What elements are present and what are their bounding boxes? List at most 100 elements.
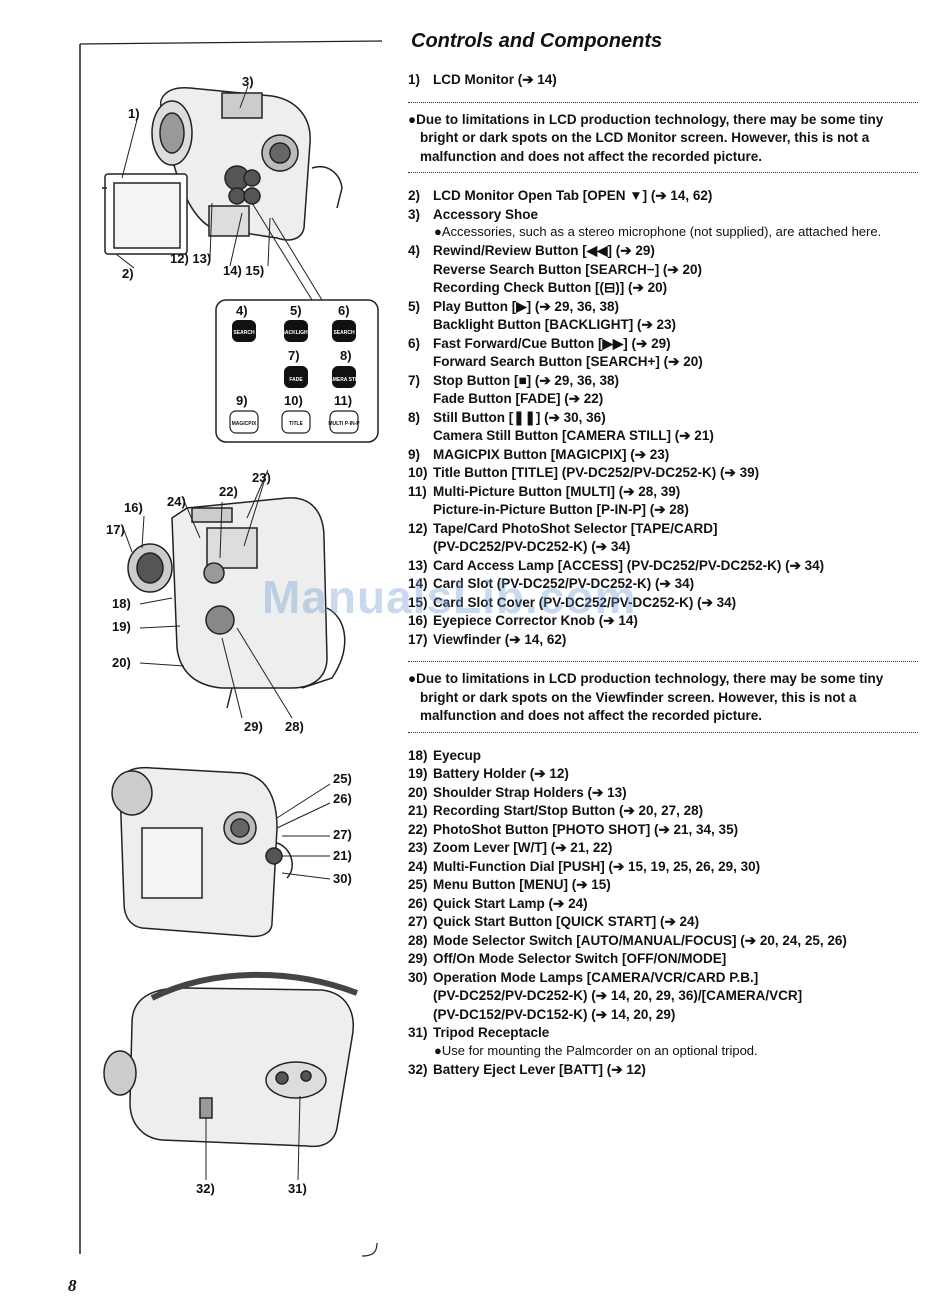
- list-item-27: 27)Quick Start Button [QUICK START] (➔ 2…: [408, 914, 700, 929]
- list-item-12b: (PV-DC252/PV-DC252-K) (➔ 34): [433, 539, 631, 554]
- rewind-search-button-label: SEARCH: [233, 330, 255, 336]
- callout-12-13: 12) 13): [170, 251, 211, 266]
- list-item-30c: (PV-DC152/PV-DC152-K) (➔ 14, 20, 29): [433, 1006, 676, 1022]
- callout-27: 27): [333, 827, 352, 842]
- list-item-19: 19)Battery Holder (➔ 12): [408, 766, 569, 781]
- list-item-9: 9)MAGICPIX Button [MAGICPIX] (➔ 23): [408, 446, 670, 462]
- illustration-panel: 1) 3) 2) 12) 13) 14) 15) 4) 5) 6) SEARCH…: [72, 38, 384, 1260]
- list-item-15: 15)Card Slot Cover (PV-DC252/PV-DC252-K)…: [408, 594, 737, 610]
- callout-4: 4): [236, 303, 248, 318]
- callout-9: 9): [236, 393, 248, 408]
- list-item-11: 11)Multi-Picture Button [MULTI] (➔ 28, 3…: [408, 483, 681, 499]
- callout-10: 10): [284, 393, 303, 408]
- divider: [408, 101, 918, 103]
- list-item-2: 2)LCD Monitor Open Tab [OPEN ▼] (➔ 14, 6…: [408, 188, 713, 203]
- callout-1: 1): [128, 106, 140, 121]
- figure-camcorder-lcd-open: [102, 87, 343, 255]
- watermark: ManualsLib.com: [262, 571, 637, 623]
- divider: [408, 731, 918, 733]
- page-title: Controls and Components: [411, 30, 663, 52]
- callout-2: 2): [122, 266, 134, 281]
- magicpix-button: [229, 410, 259, 434]
- list-item-29: 29)Off/On Mode Selector Switch [OFF/ON/M…: [408, 951, 727, 966]
- list-item-8: 8)Still Button [❚❚] (➔ 30, 36): [408, 409, 606, 425]
- callout-24: 24): [167, 494, 186, 509]
- still-camera-still-button-label: CAMERA STILL: [325, 377, 362, 383]
- list-item-28: 28)Mode Selector Switch [AUTO/MANUAL/FOC…: [408, 932, 847, 948]
- list-item-13: 13)Card Access Lamp [ACCESS] (PV-DC252/P…: [408, 557, 825, 573]
- list-item-16: 16)Eyepiece Corrector Knob (➔ 14): [408, 613, 638, 628]
- components-list: Controls and Components 1)LCD Monitor (➔…: [408, 30, 918, 1079]
- callout-32: 32): [196, 1181, 215, 1196]
- callout-8: 8): [340, 348, 352, 363]
- page-number: 8: [68, 1276, 77, 1295]
- title-button-label: TITLE: [289, 421, 304, 427]
- stop-fade-button-label: FADE: [289, 377, 303, 383]
- callout-18: 18): [112, 596, 131, 611]
- camcorder-illustrations: 1) 3) 2) 12) 13) 14) 15) 4) 5) 6) SEARCH…: [79, 40, 383, 1257]
- magicpix-button-label: MAGICPIX: [232, 421, 257, 427]
- callout-21: 21): [333, 848, 352, 863]
- list-item-3-note: ●Accessories, such as a stereo microphon…: [434, 224, 882, 239]
- callout-19: 19): [112, 619, 131, 634]
- divider: [408, 661, 918, 662]
- still-camera-still-button: [332, 366, 356, 388]
- callout-11: 11): [334, 393, 352, 408]
- callout-28: 28): [285, 719, 304, 734]
- list-item-11b: Picture-in-Picture Button [P-IN-P] (➔ 28…: [433, 502, 689, 517]
- callout-20: 20): [112, 655, 131, 670]
- list-item-31-note: ●Use for mounting the Palmcorder on an o…: [434, 1042, 758, 1058]
- figure-button-panel: 4) 5) 6) SEARCH BACKLIGHT SEARCH 7) 8) F…: [215, 299, 379, 443]
- play-backlight-button-label: BACKLIGHT: [281, 330, 310, 336]
- multi-button-label: MULTI P-IN-P: [328, 421, 360, 427]
- multi-button: [329, 410, 359, 434]
- callout-14-15: 14) 15): [223, 263, 264, 278]
- callout-6: 6): [338, 303, 350, 318]
- list-item-6b: Forward Search Button [SEARCH+] (➔ 20): [433, 354, 703, 369]
- list-item-25: 25)Menu Button [MENU] (➔ 15): [408, 877, 611, 892]
- callout-30: 30): [333, 871, 352, 886]
- list-item-18: 18)Eyecup: [408, 747, 482, 763]
- list-item-17: 17)Viewfinder (➔ 14, 62): [408, 631, 567, 647]
- list-item-1: 1)LCD Monitor (➔ 14): [408, 72, 557, 87]
- list-item-10: 10)Title Button [TITLE] (PV-DC252/PV-DC2…: [408, 465, 760, 480]
- figure-camcorder-rear: [127, 497, 346, 709]
- list-item-4c: Recording Check Button [(⊟)] (➔ 20): [433, 280, 668, 295]
- list-item-23: 23)Zoom Lever [W/T] (➔ 21, 22): [408, 840, 613, 855]
- figure-camcorder-bottom: [103, 971, 359, 1148]
- lcd-note: ●Due to limitations in LCD production te…: [408, 111, 884, 164]
- callout-17: 17): [106, 522, 125, 537]
- callout-23: 23): [252, 470, 271, 485]
- callout-7: 7): [288, 348, 300, 363]
- list-item-22: 22)PhotoShot Button [PHOTO SHOT] (➔ 21, …: [408, 821, 739, 837]
- callout-16: 16): [124, 500, 143, 515]
- list-item-14: 14)Card Slot (PV-DC252/PV-DC252-K) (➔ 34…: [408, 576, 695, 591]
- figure-camcorder-right: [111, 766, 293, 938]
- list-item-8b: Camera Still Button [CAMERA STILL] (➔ 21…: [433, 428, 714, 443]
- list-item-6: 6)Fast Forward/Cue Button [▶▶] (➔ 29): [408, 335, 671, 351]
- callout-5: 5): [290, 303, 302, 318]
- callout-3: 3): [242, 74, 254, 89]
- list-item-7b: Fade Button [FADE] (➔ 22): [433, 391, 604, 406]
- callout-26: 26): [333, 791, 352, 806]
- list-item-7: 7)Stop Button [■] (➔ 29, 36, 38): [408, 372, 619, 388]
- list-item-21: 21)Recording Start/Stop Button (➔ 20, 27…: [408, 803, 704, 818]
- list-item-26: 26)Quick Start Lamp (➔ 24): [408, 895, 588, 911]
- list-item-12: 12)Tape/Card PhotoShot Selector [TAPE/CA…: [408, 520, 718, 536]
- ff-search-button-label: SEARCH: [333, 330, 355, 336]
- callout-29: 29): [244, 719, 263, 734]
- callout-31: 31): [288, 1181, 307, 1196]
- viewfinder-note: ●Due to limitations in LCD production te…: [408, 671, 884, 723]
- list-item-4: 4)Rewind/Review Button [◀◀] (➔ 29): [408, 243, 655, 258]
- list-item-5: 5)Play Button [▶] (➔ 29, 36, 38): [408, 298, 619, 314]
- list-item-5b: Backlight Button [BACKLIGHT] (➔ 23): [433, 317, 677, 332]
- list-item-32: 32)Battery Eject Lever [BATT] (➔ 12): [408, 1061, 646, 1077]
- ff-search-button: [332, 320, 356, 342]
- list-item-4b: Reverse Search Button [SEARCH−] (➔ 20): [433, 261, 703, 277]
- list-item-30: 30)Operation Mode Lamps [CAMERA/VCR/CARD…: [408, 969, 759, 985]
- rewind-search-button: [232, 320, 256, 342]
- callout-22: 22): [219, 484, 238, 499]
- divider: [408, 172, 918, 173]
- list-item-3: 3)Accessory Shoe: [408, 206, 539, 222]
- list-item-31: 31)Tripod Receptacle: [408, 1025, 550, 1040]
